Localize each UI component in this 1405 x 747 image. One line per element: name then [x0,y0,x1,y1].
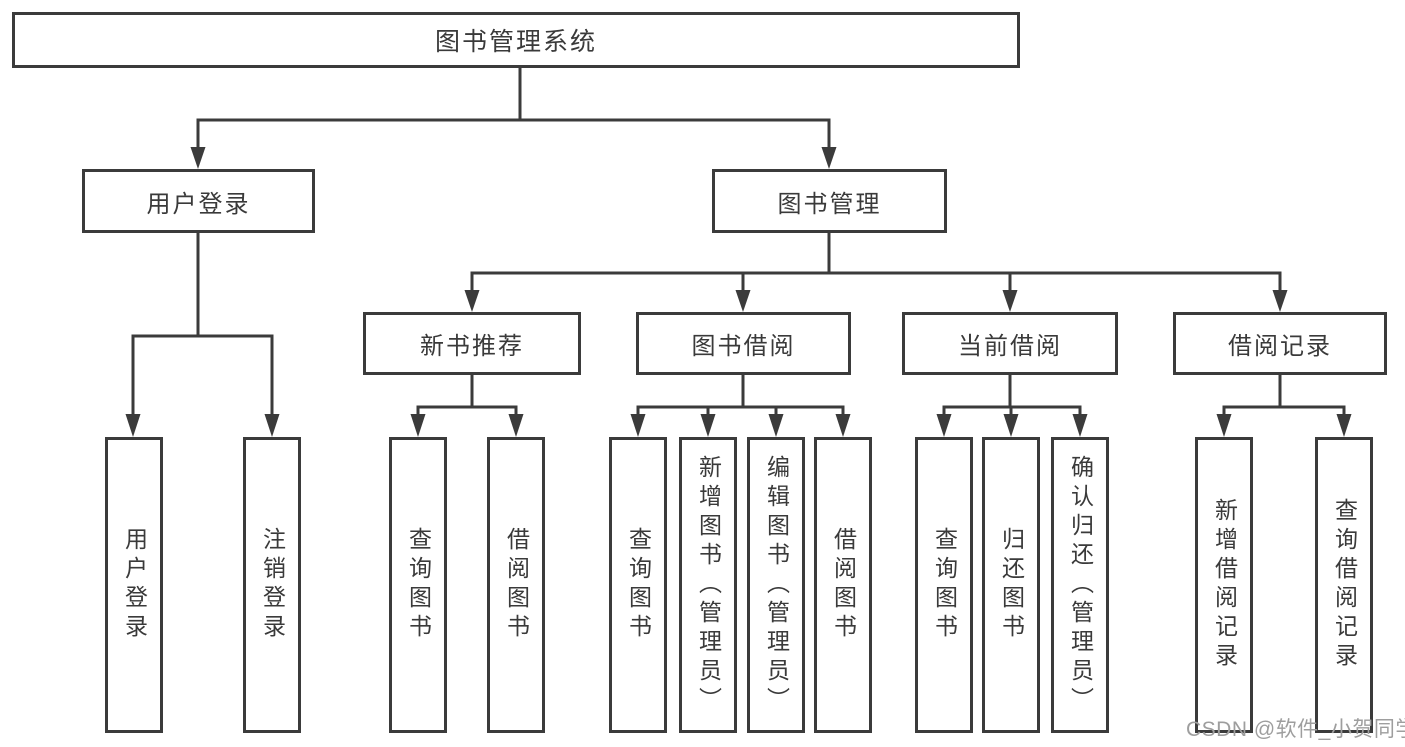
node-label: 当前借阅 [958,333,1062,360]
leaf-return-books: 归还图书 [982,437,1040,733]
node-label: 查询图书 [931,527,958,643]
node-label: 借阅记录 [1228,333,1332,360]
node-label: 图书管理系统 [434,28,597,56]
node-new-book-recommendation: 新书推荐 [363,312,581,375]
node-label: 用户登录 [121,527,148,643]
node-label: 借阅图书 [830,527,857,643]
arrowheads [125,147,1352,437]
node-user-login: 用户登录 [82,169,315,233]
node-borrowing-records: 借阅记录 [1173,312,1387,375]
node-label: 确认归还（管理员） [1067,454,1094,716]
leaf-query-borrow-record: 查询借阅记录 [1315,437,1373,733]
csdn-watermark: CSDN @软件_小贺同学 [1186,718,1405,741]
node-label: 注销登录 [259,527,286,643]
node-label: 新增图书（管理员） [695,454,722,716]
node-label: 新书推荐 [420,333,524,360]
node-label: 图书借阅 [691,333,796,360]
node-book-borrowing: 图书借阅 [636,312,851,375]
node-label: 归还图书 [998,527,1025,643]
leaf-logout: 注销登录 [243,437,301,733]
leaf-add-books-admin: 新增图书（管理员） [679,437,737,733]
leaf-user-login: 用户登录 [105,437,163,733]
leaf-query-books-recommend: 查询图书 [389,437,447,733]
node-label: 借阅图书 [503,527,530,643]
node-book-management: 图书管理 [712,169,947,233]
leaf-borrow-books-recommend: 借阅图书 [487,437,545,733]
node-label: 图书管理 [777,190,882,218]
node-label: 编辑图书（管理员） [763,454,790,716]
node-library-system: 图书管理系统 [12,12,1020,68]
leaf-edit-books-admin: 编辑图书（管理员） [747,437,805,733]
node-label: 新增借阅记录 [1211,498,1238,672]
leaf-query-books-current: 查询图书 [915,437,973,733]
leaf-borrow-books: 借阅图书 [814,437,872,733]
node-label: 查询借阅记录 [1331,498,1358,672]
node-label: 用户登录 [146,190,251,218]
leaf-confirm-return-admin: 确认归还（管理员） [1051,437,1109,733]
node-label: 查询图书 [625,527,652,643]
node-current-borrowing: 当前借阅 [902,312,1118,375]
node-label: 查询图书 [405,527,432,643]
leaf-add-borrow-record: 新增借阅记录 [1195,437,1253,733]
leaf-query-books-borrowing: 查询图书 [609,437,667,733]
